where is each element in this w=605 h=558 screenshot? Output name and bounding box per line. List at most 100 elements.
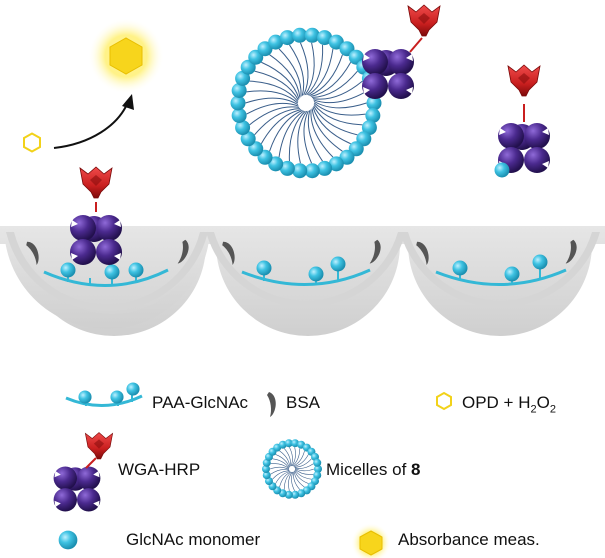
absorbance-hexagon-icon bbox=[109, 37, 143, 75]
micelle-tail bbox=[246, 90, 299, 104]
micelle-tail bbox=[289, 44, 305, 96]
reaction-arrow-icon bbox=[53, 101, 129, 149]
micelle-tail bbox=[246, 102, 299, 115]
wga-hrp-bound bbox=[70, 166, 122, 265]
micelle-headgroup bbox=[366, 95, 382, 111]
micelle-tail bbox=[293, 454, 309, 467]
micelle-tail bbox=[249, 80, 299, 102]
micelle-headgroup bbox=[279, 30, 295, 46]
legend-label-bsa: BSA bbox=[286, 393, 321, 412]
micelle-tail bbox=[291, 447, 296, 467]
micelle-headgroup bbox=[240, 131, 256, 147]
micelle-headgroup bbox=[317, 30, 333, 46]
micelle-tail bbox=[269, 109, 303, 152]
micelle-large bbox=[230, 27, 382, 179]
opd-label-sub1: 2 bbox=[530, 403, 537, 416]
micelle-tail bbox=[313, 91, 366, 104]
micelle-tail bbox=[294, 458, 312, 468]
micelle-tail bbox=[307, 110, 323, 162]
legend bbox=[53, 382, 452, 558]
micelle-tail bbox=[293, 471, 301, 490]
micelle-tail bbox=[249, 106, 300, 126]
micelle-tail bbox=[297, 110, 308, 164]
legend-label-wga-hrp: WGA-HRP bbox=[118, 460, 201, 479]
legend-label-opd: OPD + H2O2 bbox=[462, 393, 556, 415]
micelle-headgroup bbox=[313, 458, 322, 467]
wga-hrp-free bbox=[494, 64, 550, 178]
micelle-headgroup bbox=[304, 27, 320, 43]
micelle-tail bbox=[279, 471, 291, 488]
micelles-label-prefix: Micelles of bbox=[326, 460, 412, 479]
micelle-tail bbox=[278, 48, 302, 97]
micelle-headgroup bbox=[328, 156, 344, 172]
micelle-headgroup bbox=[291, 490, 300, 499]
micelle-headgroup bbox=[262, 465, 270, 473]
micelle-tail bbox=[294, 468, 315, 472]
micelle-tail bbox=[283, 471, 292, 490]
opd-label-prefix: OPD + H bbox=[462, 393, 531, 412]
reaction bbox=[23, 18, 164, 153]
wga-hrp-icon bbox=[53, 432, 114, 512]
micelle-tail bbox=[293, 450, 305, 467]
micelle-tail bbox=[279, 450, 291, 467]
micelle-tail bbox=[313, 104, 363, 126]
micelle-headgroup bbox=[292, 163, 308, 179]
micelle-headgroup bbox=[292, 27, 308, 43]
micelle-tail bbox=[292, 448, 301, 467]
legend-label-glcnac-monomer: GlcNAc monomer bbox=[126, 530, 261, 549]
micelle-headgroup bbox=[230, 95, 246, 111]
micelle-tail bbox=[269, 466, 290, 470]
micelle-tail bbox=[291, 471, 295, 491]
micelle-tail bbox=[313, 100, 367, 109]
micelle-headgroup bbox=[262, 471, 271, 480]
micelle-tail bbox=[306, 44, 324, 96]
micelle-tail bbox=[254, 70, 299, 101]
legend-label-paa-glcnac: PAA-GlcNAc bbox=[152, 393, 249, 412]
micelle-tail bbox=[307, 48, 334, 96]
micelle-headgroup bbox=[279, 160, 295, 176]
micelles-label-compound: 8 bbox=[411, 460, 421, 479]
micelle-tail bbox=[269, 54, 301, 98]
micelle-tail bbox=[299, 42, 309, 96]
micelle-headgroup bbox=[297, 489, 306, 498]
micelle-headgroup bbox=[304, 163, 320, 179]
micelle-headgroup bbox=[291, 439, 300, 448]
micelle-tail bbox=[283, 448, 291, 467]
micelle-tail bbox=[293, 471, 305, 488]
micelle-tail bbox=[310, 61, 352, 97]
micelle-tail bbox=[313, 102, 366, 116]
well-3 bbox=[400, 232, 600, 308]
micelle-tail bbox=[261, 61, 300, 99]
micelle-tail bbox=[289, 447, 293, 467]
micelle-headgroup bbox=[317, 160, 333, 176]
micelle-headgroup bbox=[284, 439, 293, 448]
micelle-headgroup bbox=[365, 107, 381, 123]
legend-label-micelles: Micelles of 8 bbox=[326, 460, 421, 480]
micelle-tail bbox=[254, 108, 301, 136]
glcnac-monomer-icon bbox=[58, 530, 78, 550]
opd-label-sub2: 2 bbox=[549, 403, 556, 416]
micelle-tail bbox=[312, 80, 363, 100]
micelle-icon bbox=[262, 439, 322, 499]
micelle-tail bbox=[260, 109, 302, 145]
micelle-headgroup bbox=[231, 107, 247, 123]
micelle-tail bbox=[275, 454, 290, 468]
micelle-tail bbox=[304, 42, 315, 96]
micelle-tail bbox=[288, 110, 306, 162]
micelle-tail bbox=[270, 469, 290, 475]
opd-legend-icon bbox=[436, 391, 452, 411]
micelle-tail bbox=[309, 54, 343, 97]
micelle-tail bbox=[272, 470, 290, 480]
micelle-tail bbox=[275, 471, 291, 484]
micelle-tail bbox=[313, 105, 358, 136]
micelle-tail bbox=[278, 110, 305, 158]
micelle-headgroup bbox=[231, 83, 247, 99]
micelle-tail bbox=[294, 469, 312, 480]
legend-label-absorbance: Absorbance meas. bbox=[398, 530, 540, 549]
well-1 bbox=[0, 226, 210, 329]
micelle-tail bbox=[294, 470, 309, 484]
micelle-headgroup bbox=[314, 465, 322, 473]
micelle-tail bbox=[245, 97, 299, 106]
micelle-tail bbox=[294, 463, 314, 469]
